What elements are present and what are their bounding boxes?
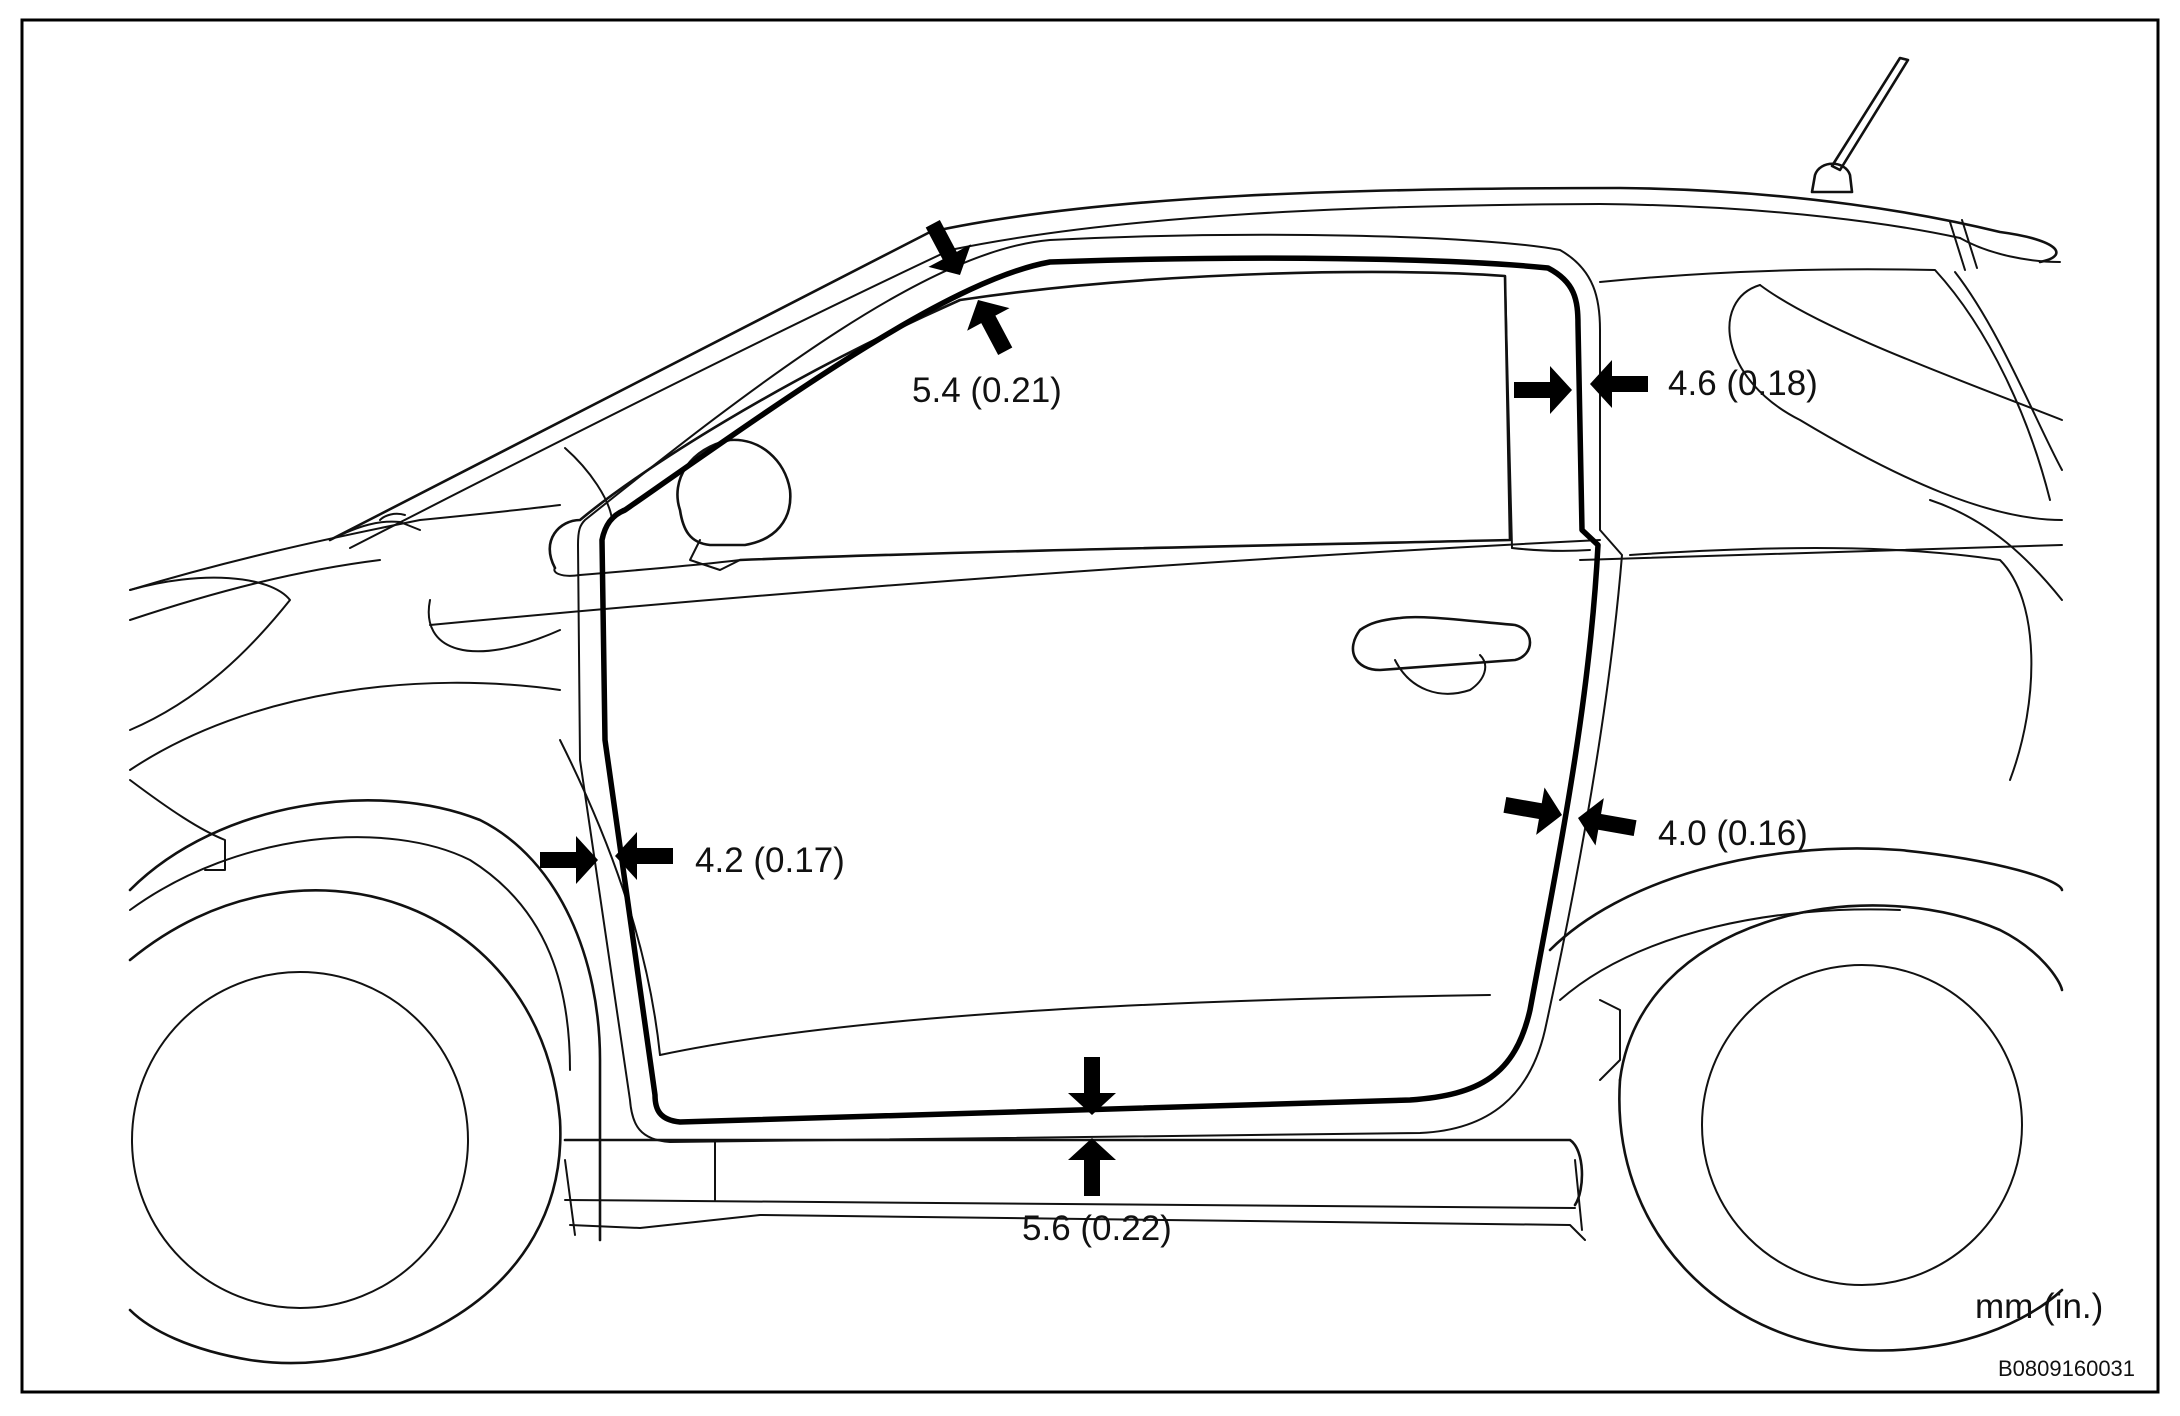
door-reveal-outline: [577, 233, 1623, 1143]
measurement-arrow-icon: [1578, 798, 1637, 846]
unit-note: mm (in.): [1975, 1287, 2103, 1326]
arrow-sill-top: [1068, 1057, 1116, 1115]
arrow-roof-inner: [967, 300, 1013, 355]
arrow-rear-lower-right: [1578, 798, 1637, 846]
measurement-arrow-icon: [615, 832, 673, 880]
measurement-arrow-icon: [1514, 366, 1572, 414]
antenna-icon: [1810, 56, 1910, 194]
side-mirror-icon: [676, 438, 792, 571]
door-opening-outline: [599, 255, 1601, 1125]
label-front-pillar: 4.2 (0.17): [695, 841, 845, 880]
label-rear-lower: 4.0 (0.16): [1658, 814, 1808, 853]
arrow-roof-outer: [925, 220, 971, 275]
arrow-rear-upper-left: [1514, 366, 1572, 414]
rear-wheel: [1618, 904, 2064, 1352]
frame-border: [20, 18, 2160, 1394]
measurement-arrow-icon: [1068, 1138, 1116, 1196]
arrow-sill-bottom: [1068, 1138, 1116, 1196]
label-rear-upper: 4.6 (0.18): [1668, 364, 1818, 403]
label-sill: 5.6 (0.22): [1022, 1209, 1172, 1248]
label-roof-front: 5.4 (0.21): [912, 371, 1062, 410]
figure-code: B0809160031: [1998, 1356, 2135, 1381]
arrow-rear-upper-right: [1590, 360, 1648, 408]
door-handle-icon: [1351, 615, 1532, 695]
measurement-arrow-icon: [1590, 360, 1648, 408]
measurement-arrow-icon: [540, 836, 598, 884]
measurement-arrow-icon: [1503, 787, 1562, 835]
front-wheel: [128, 889, 562, 1365]
measurement-arrows: [540, 220, 1648, 1196]
arrow-front-right: [615, 832, 673, 880]
measurement-arrow-icon: [1068, 1057, 1116, 1115]
arrow-rear-lower-left: [1503, 787, 1562, 835]
car-body: [128, 56, 2064, 1365]
arrow-front-left: [540, 836, 598, 884]
measurement-arrow-icon: [925, 220, 971, 275]
measurement-arrow-icon: [967, 300, 1013, 355]
